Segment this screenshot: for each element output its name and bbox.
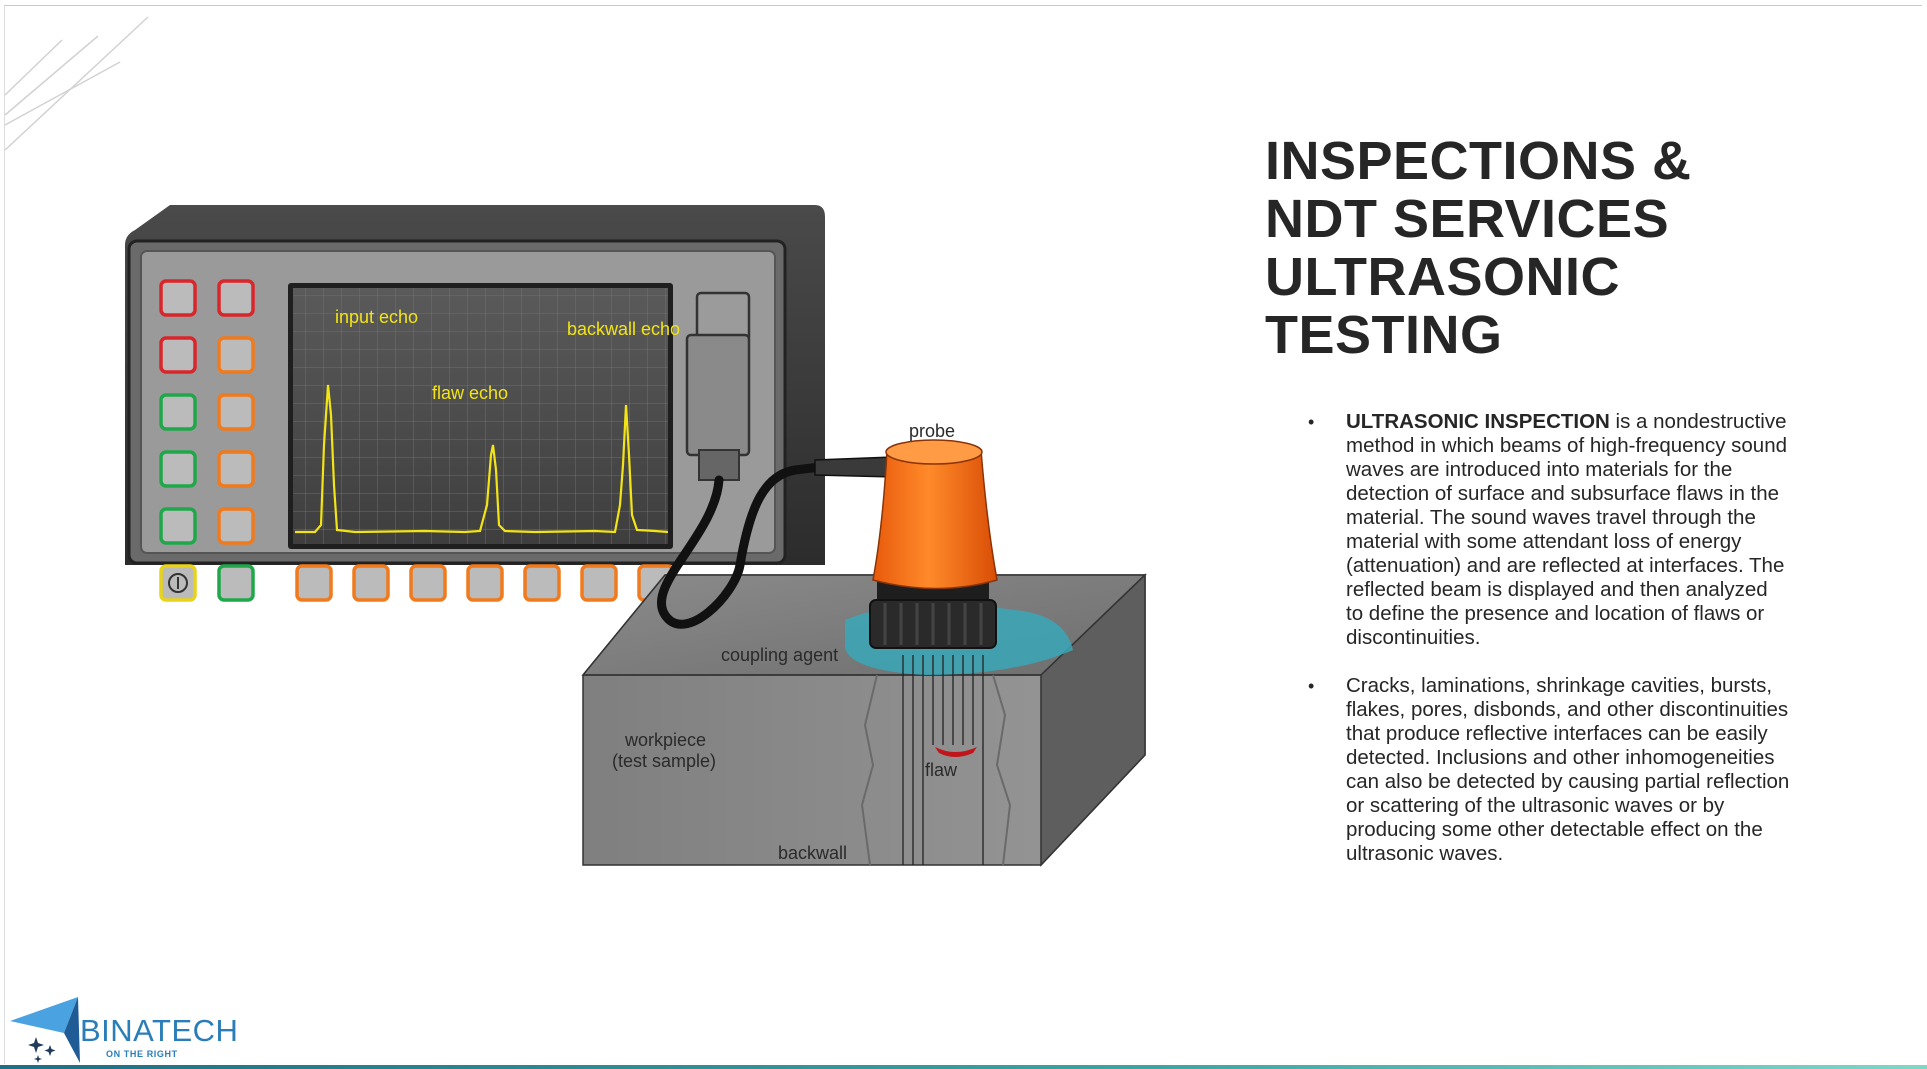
workpiece-sublabel: (test sample) xyxy=(612,751,716,771)
coupling-agent-label: coupling agent xyxy=(721,645,838,665)
probe xyxy=(869,439,998,649)
oscilloscope-screen: input echo backwall echo flaw echo xyxy=(288,283,680,549)
flaw-label: flaw xyxy=(925,760,958,780)
corner-decoration xyxy=(4,16,149,151)
probe-cable xyxy=(656,462,825,629)
ultrasonic-diagram: input echo backwall echo flaw echo xyxy=(125,205,1147,867)
bullet-text: Cracks, laminations, shrinkage cavities,… xyxy=(1346,674,1790,865)
title-line: NDT SERVICES xyxy=(1265,189,1670,249)
binatech-logo-icon xyxy=(10,997,80,1063)
flaw-echo-label: flaw echo xyxy=(432,383,508,403)
control-buttons-bottom xyxy=(295,564,675,602)
slide-frame xyxy=(4,5,1922,1064)
cable-connector xyxy=(685,291,751,481)
control-buttons-left xyxy=(159,279,255,602)
echo-trace xyxy=(295,384,669,534)
bullet-item: • Cracks, laminations, shrinkage cavitie… xyxy=(1300,674,1790,866)
logo-wordmark: BINATECH xyxy=(80,1013,239,1048)
flaw-marker xyxy=(935,747,977,757)
ultrasonic-beams xyxy=(902,655,984,865)
bullet-glyph: • xyxy=(1308,412,1315,432)
backwall-label: backwall xyxy=(778,843,847,863)
probe-label: probe xyxy=(909,421,955,441)
bullet-list: • ULTRASONIC INSPECTION is a nondestruct… xyxy=(1300,410,1790,890)
bullet-item: • ULTRASONIC INSPECTION is a nondestruct… xyxy=(1300,410,1790,650)
title-line: TESTING xyxy=(1265,305,1503,365)
title-line: ULTRASONIC xyxy=(1265,247,1620,307)
logo-tagline: ON THE RIGHT xyxy=(106,1049,178,1059)
input-echo-label: input echo xyxy=(335,307,418,327)
bullet-lead: ULTRASONIC INSPECTION xyxy=(1346,410,1610,433)
workpiece-label: workpiece xyxy=(624,730,706,750)
bullet-glyph: • xyxy=(1308,676,1315,696)
bullet-text: is a nondestructive method in which beam… xyxy=(1346,410,1788,649)
slide-title: INSPECTIONS & NDT SERVICES ULTRASONIC TE… xyxy=(1265,132,1785,364)
bottom-accent-bar xyxy=(0,1065,1927,1069)
backwall-echo-label: backwall echo xyxy=(567,319,680,339)
title-line: INSPECTIONS & xyxy=(1265,131,1692,191)
power-icon xyxy=(168,573,188,593)
